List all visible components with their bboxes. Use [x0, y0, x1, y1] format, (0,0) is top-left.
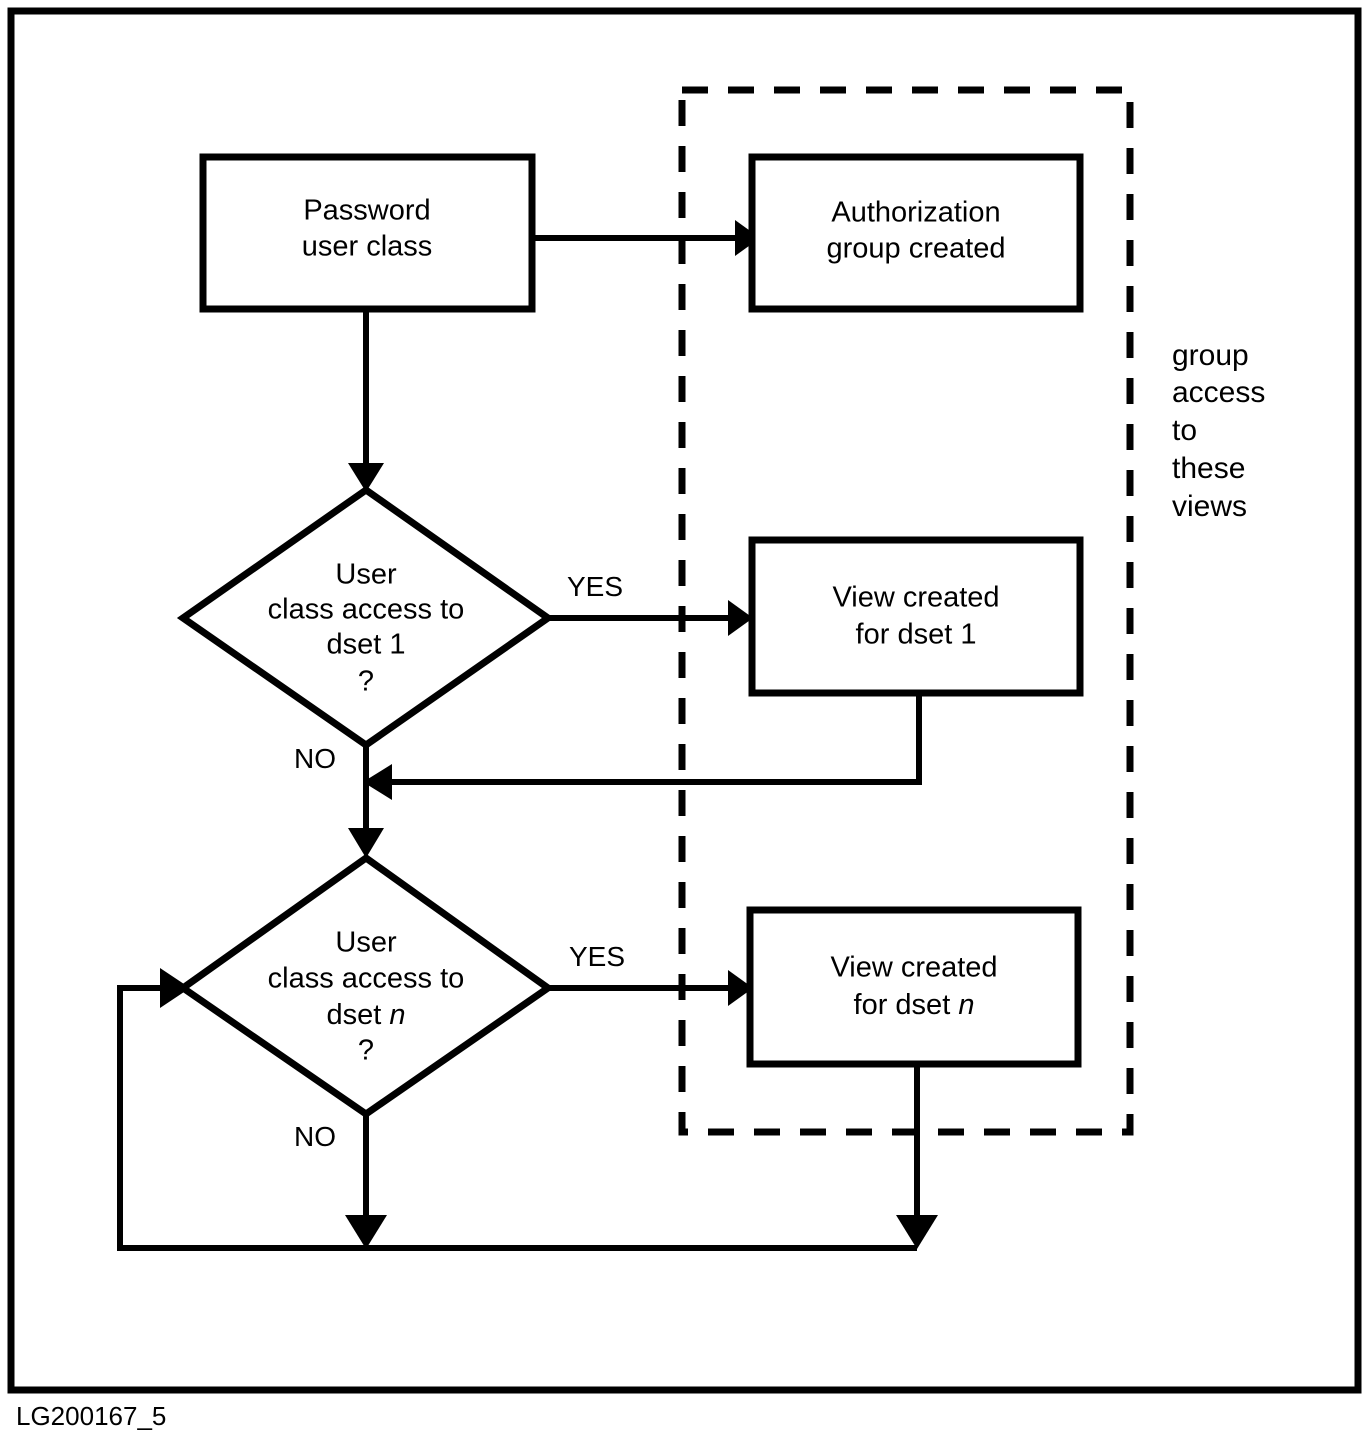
figure-id-label: LG200167_5 — [16, 1401, 166, 1431]
edge-label-yes-decisionn: YES — [569, 941, 625, 972]
node-decision1-line3: dset 1 — [327, 629, 406, 661]
connector-bottom-rail-loop — [117, 968, 917, 1251]
node-view-created-dset-1[interactable]: View created for dset 1 — [748, 536, 1084, 697]
node-decision1-line1: User — [335, 559, 397, 591]
edge-label-yes-decision1: YES — [567, 571, 623, 602]
node-decisionn-line1: User — [335, 927, 397, 959]
node-user-class-access-dset-n[interactable]: User class access to dset n ? — [176, 853, 555, 1119]
connector-password-to-decision1 — [348, 309, 384, 492]
node-password-user-class-line2: user class — [302, 231, 433, 263]
node-viewn-line2-prefix: for dset — [854, 989, 959, 1021]
connector-decisionn-yes-to-viewn — [548, 970, 753, 1006]
node-password-user-class-line1: Password — [303, 195, 430, 227]
figure-frame — [7, 7, 1362, 1394]
node-view-created-dset-n[interactable]: View created for dset n — [746, 906, 1082, 1068]
node-viewn-line2-italic: n — [958, 989, 974, 1021]
node-viewn-line2: for dset n — [854, 989, 975, 1021]
connector-decision1-no-to-decisionn — [348, 745, 384, 858]
node-decision1-line4: ? — [358, 666, 374, 698]
edge-label-no-decisionn: NO — [294, 1121, 336, 1152]
connector-decision1-yes-to-view1 — [548, 600, 753, 636]
node-decisionn-line3: dset n — [326, 999, 405, 1031]
node-view1-line1: View created — [832, 582, 999, 614]
connector-decisionn-no-down — [345, 1114, 387, 1249]
node-viewn-line1: View created — [830, 952, 997, 984]
node-decisionn-line4: ? — [358, 1035, 374, 1067]
group-boundary-dashed-box — [678, 86, 1134, 1136]
node-user-class-access-dset-1[interactable]: User class access to dset 1 ? — [176, 485, 555, 750]
node-authorization-group-created[interactable]: Authorization group created — [748, 153, 1084, 313]
node-view1-line2: for dset 1 — [856, 619, 977, 651]
node-decisionn-line3-prefix: dset — [326, 999, 389, 1031]
node-authorization-group-created-line2: group created — [827, 233, 1006, 265]
group-caption-line-2: access — [1172, 376, 1265, 409]
node-decisionn-line2: class access to — [268, 963, 465, 995]
node-password-user-class[interactable]: Password user class — [199, 153, 536, 313]
node-authorization-group-created-line1: Authorization — [831, 197, 1000, 229]
connector-password-to-authorization — [532, 220, 760, 256]
connector-view1-return-to-no-path — [363, 693, 922, 800]
node-decision1-line2: class access to — [268, 594, 465, 626]
node-decisionn-line3-italic: n — [389, 999, 405, 1031]
group-caption-line-4: these — [1172, 452, 1245, 485]
group-caption-line-3: to — [1172, 414, 1197, 447]
connector-viewn-down-to-bottom-rail — [896, 1064, 938, 1249]
group-caption-line-5: views — [1172, 490, 1247, 523]
group-caption-line-1: group — [1172, 339, 1249, 372]
group-access-caption: group access to these views — [1172, 339, 1265, 523]
edge-label-no-decision1: NO — [294, 743, 336, 774]
